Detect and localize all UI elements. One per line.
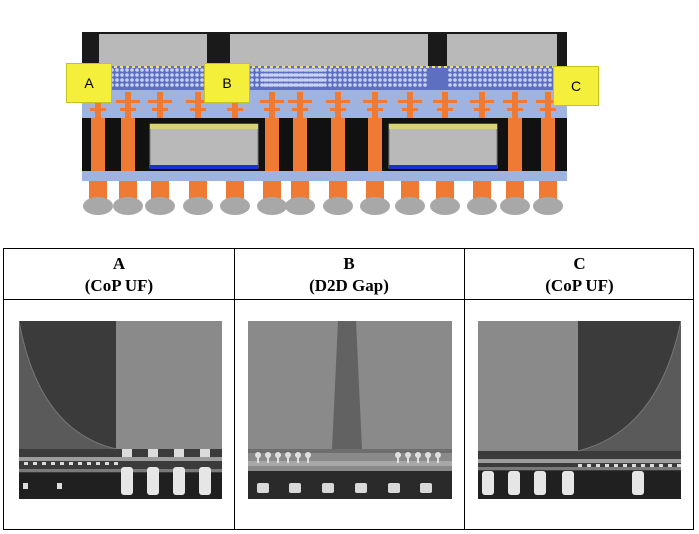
bottom-rdl-layer (82, 171, 567, 181)
column-b-header: B (D2D Gap) (234, 253, 464, 297)
column-c-caption: (CoP UF) (545, 276, 614, 295)
rdl-layer (82, 90, 567, 118)
sem-bump (200, 449, 210, 457)
sem-image-a (19, 321, 222, 499)
solder-ball (285, 197, 315, 215)
copper-pillar (508, 118, 522, 173)
sem-pillar (173, 467, 185, 495)
ball-pad (189, 181, 207, 199)
column-b: B (D2D Gap) (234, 249, 464, 529)
sem-pillar (388, 483, 400, 493)
solder-ball (113, 197, 143, 215)
solder-ball (323, 197, 353, 215)
sem-pillar (562, 471, 574, 495)
sem-bump (405, 452, 411, 458)
sem-pillar (199, 467, 211, 495)
solder-ball (500, 197, 530, 215)
sem-bump (285, 452, 291, 458)
sem-pillar (534, 471, 546, 495)
sem-image-c (478, 321, 681, 499)
sem-pillar (322, 483, 334, 493)
callout-b: B (204, 63, 250, 103)
sem-pillar (355, 483, 367, 493)
ball-pad (539, 181, 557, 199)
solder-ball (145, 197, 175, 215)
micro-bump-layer (82, 66, 567, 90)
copper-pillar (368, 118, 382, 173)
column-a-header: A (CoP UF) (4, 253, 234, 297)
sem-bump (275, 452, 281, 458)
sem-bump (425, 452, 431, 458)
column-a: A (CoP UF) (4, 249, 234, 529)
copper-pillar (293, 118, 307, 173)
solder-ball (83, 197, 113, 215)
sem-bump (122, 449, 132, 457)
embedded-bridge-die-left (149, 123, 259, 169)
column-a-letter: A (112, 254, 126, 273)
copper-pillar (91, 118, 105, 173)
ball-pad (151, 181, 169, 199)
sem-bump (295, 452, 301, 458)
solder-ball (257, 197, 287, 215)
sem-bump (395, 452, 401, 458)
ball-pad (473, 181, 491, 199)
solder-ball (430, 197, 460, 215)
ball-pad (366, 181, 384, 199)
solder-ball (183, 197, 213, 215)
copper-pillar (265, 118, 279, 173)
column-c-header: C (CoP UF) (464, 253, 695, 297)
sem-pillar (632, 471, 644, 495)
sem-pillar (121, 467, 133, 495)
sem-pillar (420, 483, 432, 493)
sem-pillar (508, 471, 520, 495)
sem-image-b (248, 321, 452, 499)
solder-ball (533, 197, 563, 215)
column-c-letter: C (573, 254, 586, 273)
sem-bump (255, 452, 261, 458)
ball-pad (436, 181, 454, 199)
sem-pillar (257, 483, 269, 493)
embedded-bridge-die-right (388, 123, 498, 169)
sem-pillar (482, 471, 494, 495)
solder-ball (220, 197, 250, 215)
ball-pad (329, 181, 347, 199)
sem-bump (174, 449, 184, 457)
column-c: C (CoP UF) (464, 249, 695, 529)
copper-pillar (331, 118, 345, 173)
ball-pad (89, 181, 107, 199)
solder-ball-row (83, 181, 563, 215)
package-cross-section-diagram (82, 32, 567, 215)
solder-ball (395, 197, 425, 215)
ball-pad (263, 181, 281, 199)
solder-ball (467, 197, 497, 215)
sem-pillar (289, 483, 301, 493)
copper-pillar (121, 118, 135, 173)
sem-pillar (147, 467, 159, 495)
ball-pad (401, 181, 419, 199)
ball-pad (226, 181, 244, 199)
sem-bump (415, 452, 421, 458)
ball-pad (291, 181, 309, 199)
sem-bump (305, 452, 311, 458)
cross-section-micrograph-table: A (CoP UF) B (D2D Gap) C (3, 248, 694, 530)
ball-pad (119, 181, 137, 199)
copper-pillar (541, 118, 555, 173)
mold-layer (82, 118, 567, 173)
column-b-letter: B (343, 254, 355, 273)
sem-bump (148, 449, 158, 457)
sem-bump (265, 452, 271, 458)
callout-a: A (66, 63, 112, 103)
callout-c: C (553, 66, 599, 106)
column-a-caption: (CoP UF) (84, 276, 154, 295)
sem-bump (435, 452, 441, 458)
ball-pad (506, 181, 524, 199)
solder-ball (360, 197, 390, 215)
column-b-caption: (D2D Gap) (309, 276, 389, 295)
